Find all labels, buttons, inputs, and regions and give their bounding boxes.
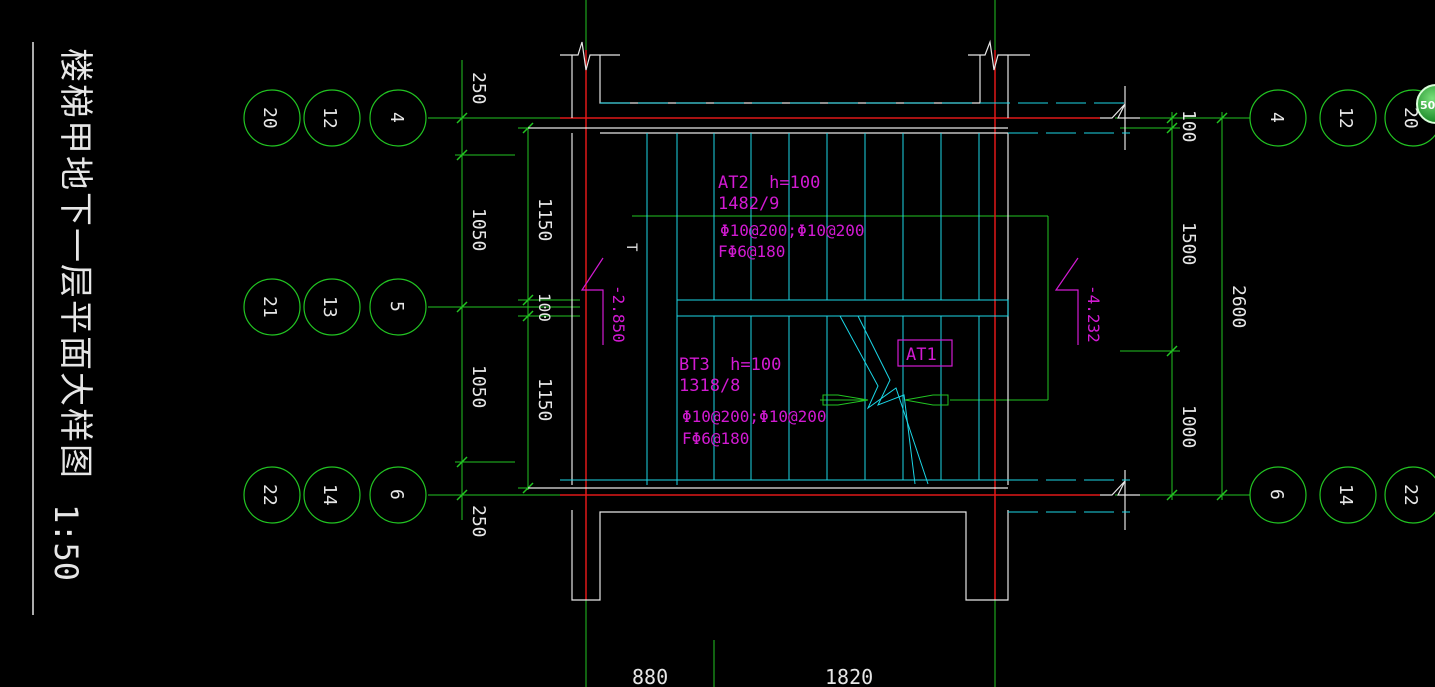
bubble-left-22: 22 xyxy=(259,484,280,506)
bubble-left-12: 12 xyxy=(319,107,340,129)
dim-left-1050-top: 1050 xyxy=(468,208,489,251)
axis-bubbles-left xyxy=(243,89,427,524)
dim-right-100: 100 xyxy=(1178,110,1199,143)
level-markers xyxy=(580,257,1079,345)
wall-centerlines xyxy=(560,50,1100,600)
dim-right-1500: 1500 xyxy=(1178,222,1199,265)
level-left: -2.850 xyxy=(609,285,628,343)
at2-steps: 1482/9 xyxy=(718,194,779,214)
at1-box xyxy=(897,339,953,367)
dim-right-1000: 1000 xyxy=(1178,405,1199,448)
bubble-right-4: 4 xyxy=(1266,112,1287,123)
dim-bottom-880: 880 xyxy=(632,665,668,687)
bubble-right-20: 20 xyxy=(1400,107,1421,129)
bubble-left-14: 14 xyxy=(319,484,340,506)
dim-inner-100: 100 xyxy=(535,293,554,322)
bubble-left-6: 6 xyxy=(386,489,407,500)
at1-label: AT1 xyxy=(906,345,937,365)
bubble-right-12: 12 xyxy=(1335,107,1356,129)
bt3-name: BT3 h=100 xyxy=(679,355,781,375)
bubble-left-4: 4 xyxy=(386,112,407,123)
dim-bottom-1820: 1820 xyxy=(825,665,873,687)
at2-dist: FΦ6@180 xyxy=(718,242,785,261)
drawing-title-block: 楼梯甲地下一层平面大样图 1:50 xyxy=(32,42,95,615)
bubble-left-21: 21 xyxy=(259,296,280,318)
bubble-left-13: 13 xyxy=(319,296,340,318)
bt3-rebar: Φ10@200;Φ10@200 xyxy=(682,407,827,426)
bt3-dist: FΦ6@180 xyxy=(682,429,749,448)
flight-arrows xyxy=(822,394,949,406)
bt3-steps: 1318/8 xyxy=(679,376,740,396)
bubble-right-6: 6 xyxy=(1266,489,1287,500)
t-mark: T xyxy=(623,243,639,252)
dimension-ticks xyxy=(456,112,1228,501)
stair-treads xyxy=(560,102,1130,513)
axis-bubbles-right xyxy=(1249,89,1435,524)
dim-right-2600: 2600 xyxy=(1228,285,1249,328)
dim-inner-1150-bottom: 1150 xyxy=(534,378,555,421)
drawing-title: 楼梯甲地下一层平面大样图 xyxy=(55,48,95,480)
dim-left-250-top: 250 xyxy=(468,72,489,105)
bubble-right-22: 22 xyxy=(1400,484,1421,506)
drawing-scale: 1:50 xyxy=(47,504,85,581)
level-right: -4.232 xyxy=(1084,285,1103,343)
bubble-left-5: 5 xyxy=(386,301,407,312)
bubble-left-20: 20 xyxy=(259,107,280,129)
dim-inner-1150-top: 1150 xyxy=(534,198,555,241)
dim-left-1050-bottom: 1050 xyxy=(468,365,489,408)
at2-rebar: Φ10@200;Φ10@200 xyxy=(720,221,865,240)
at2-name: AT2 h=100 xyxy=(718,173,820,193)
bubble-right-14: 14 xyxy=(1335,484,1356,506)
dim-left-250-bottom: 250 xyxy=(468,505,489,538)
